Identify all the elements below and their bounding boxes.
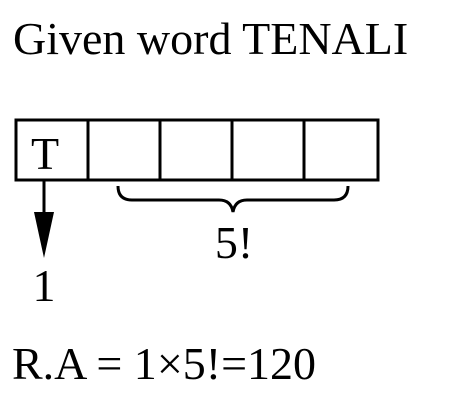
letter-box-5 (302, 118, 380, 182)
letter-box-3 (158, 118, 234, 182)
result-equation: R.A = 1×5!=120 (12, 337, 316, 391)
arrow-label: 1 (33, 260, 56, 311)
letter-box-row (14, 118, 380, 182)
letter-box-4 (230, 118, 306, 182)
title: Given word TENALI (13, 13, 409, 64)
result-prefix: R.A = 1 (12, 338, 157, 389)
letter-box-2 (86, 118, 162, 182)
down-arrow-icon (34, 212, 54, 258)
times-sign: × (156, 338, 183, 389)
brace-label: 5! (215, 217, 253, 268)
fixed-letter: T (31, 128, 59, 179)
result-suffix: 5!=120 (182, 338, 317, 389)
curly-brace (116, 185, 350, 213)
